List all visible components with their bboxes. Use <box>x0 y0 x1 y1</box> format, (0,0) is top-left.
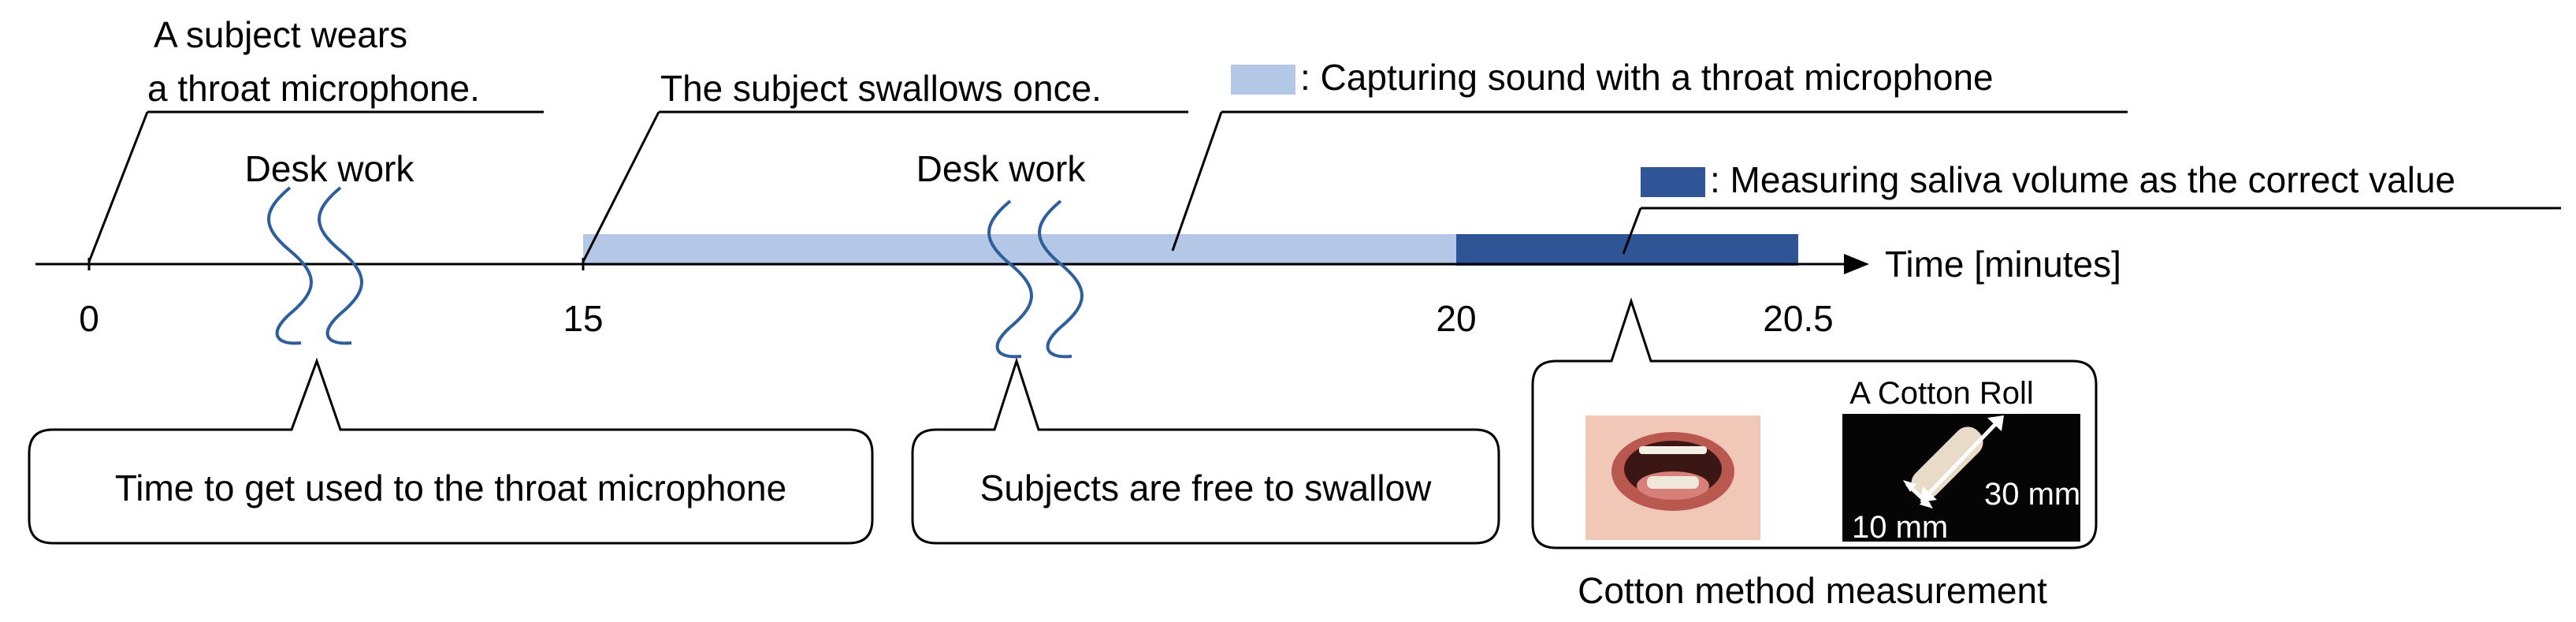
legend-measuring-label: : Measuring saliva volume as the correct… <box>1710 159 2455 200</box>
event-start-line1: A subject wears <box>154 14 407 55</box>
phase-label-desk-work-2: Desk work <box>916 148 1087 189</box>
tick-label-0: 0 <box>79 298 99 339</box>
callout-acclimatize: Time to get used to the throat microphon… <box>28 357 874 545</box>
callout-free-swallow-text: Subjects are free to swallow <box>980 467 1432 508</box>
event-start-leader <box>87 111 149 263</box>
cotton-roll-photo: 30 mm 10 mm <box>1842 414 2080 545</box>
callout-free-swallow-bubble <box>911 357 1500 545</box>
mouth-photo <box>1585 415 1760 540</box>
measuring-bar <box>1456 234 1798 266</box>
break-wave-icon <box>1038 199 1084 359</box>
cotton-width-arrowhead-start <box>1903 480 1916 492</box>
cotton-length-arrowhead-end <box>1987 415 2004 431</box>
cotton-width-arrowhead-end <box>1920 497 1933 508</box>
axis-break-2 <box>987 199 1084 359</box>
cotton-length-label: 30 mm <box>1984 477 2080 512</box>
cotton-roll-title: A Cotton Roll <box>1849 376 2033 411</box>
tick-label-20: 20 <box>1436 298 1476 339</box>
phase-label-desk-work-1: Desk work <box>245 148 415 189</box>
tick-label-20-5: 20.5 <box>1763 298 1834 339</box>
legend-swatch-capturing <box>1231 65 1295 95</box>
callout-acclimatize-bubble <box>28 357 874 545</box>
legend: : Capturing sound with a throat micropho… <box>1171 57 2561 255</box>
time-axis-label: Time [minutes] <box>1885 244 2121 285</box>
break-wave-icon <box>987 199 1033 359</box>
time-axis-arrowhead <box>1844 254 1869 274</box>
break-wave-icon <box>267 186 313 345</box>
capturing-bar <box>583 234 1456 266</box>
axis-break-1 <box>267 186 363 345</box>
tick-label-15: 15 <box>563 298 603 339</box>
callout-acclimatize-text: Time to get used to the throat microphon… <box>115 467 786 508</box>
event-swallow-once: The subject swallows once. <box>582 68 1188 263</box>
timeline: Time [minutes] 0 15 20 20.5 <box>35 234 2121 339</box>
callout-free-swallow: Subjects are free to swallow <box>911 357 1500 545</box>
legend-capturing-leader <box>1171 111 1223 251</box>
mouth-photo-teeth <box>1639 446 1707 454</box>
legend-swatch-measuring <box>1641 167 1705 197</box>
event-swallow-text: The subject swallows once. <box>660 68 1102 109</box>
callout-cotton-method: A Cotton Roll 30 mm 10 mm <box>1531 297 2098 549</box>
cotton-length-dimension <box>1923 418 2002 500</box>
cotton-roll-item <box>1911 426 1983 499</box>
event-subject-wears-mic: A subject wears a throat microphone. <box>87 14 544 263</box>
break-wave-icon <box>318 186 363 345</box>
legend-capturing-label: : Capturing sound with a throat micropho… <box>1300 57 1994 98</box>
legend-measuring-leader <box>1622 207 1642 255</box>
mouth-photo-cotton <box>1647 476 1699 489</box>
cotton-method-caption: Cotton method measurement <box>1578 570 2047 611</box>
event-start-line2: a throat microphone. <box>147 68 480 109</box>
cotton-width-label: 10 mm <box>1852 510 1948 545</box>
event-swallow-leader <box>582 111 660 263</box>
